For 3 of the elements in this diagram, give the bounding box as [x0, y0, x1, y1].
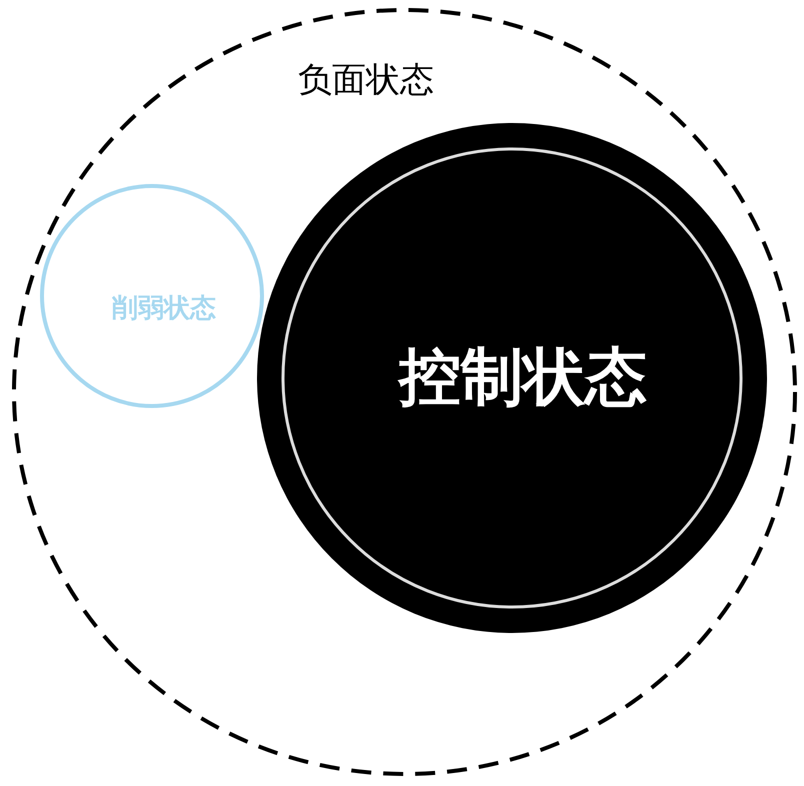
circle-label: 负面状态 — [298, 60, 434, 101]
circle-label: 削弱状态 — [112, 292, 216, 324]
circle-label: 控制状态 — [399, 342, 647, 414]
